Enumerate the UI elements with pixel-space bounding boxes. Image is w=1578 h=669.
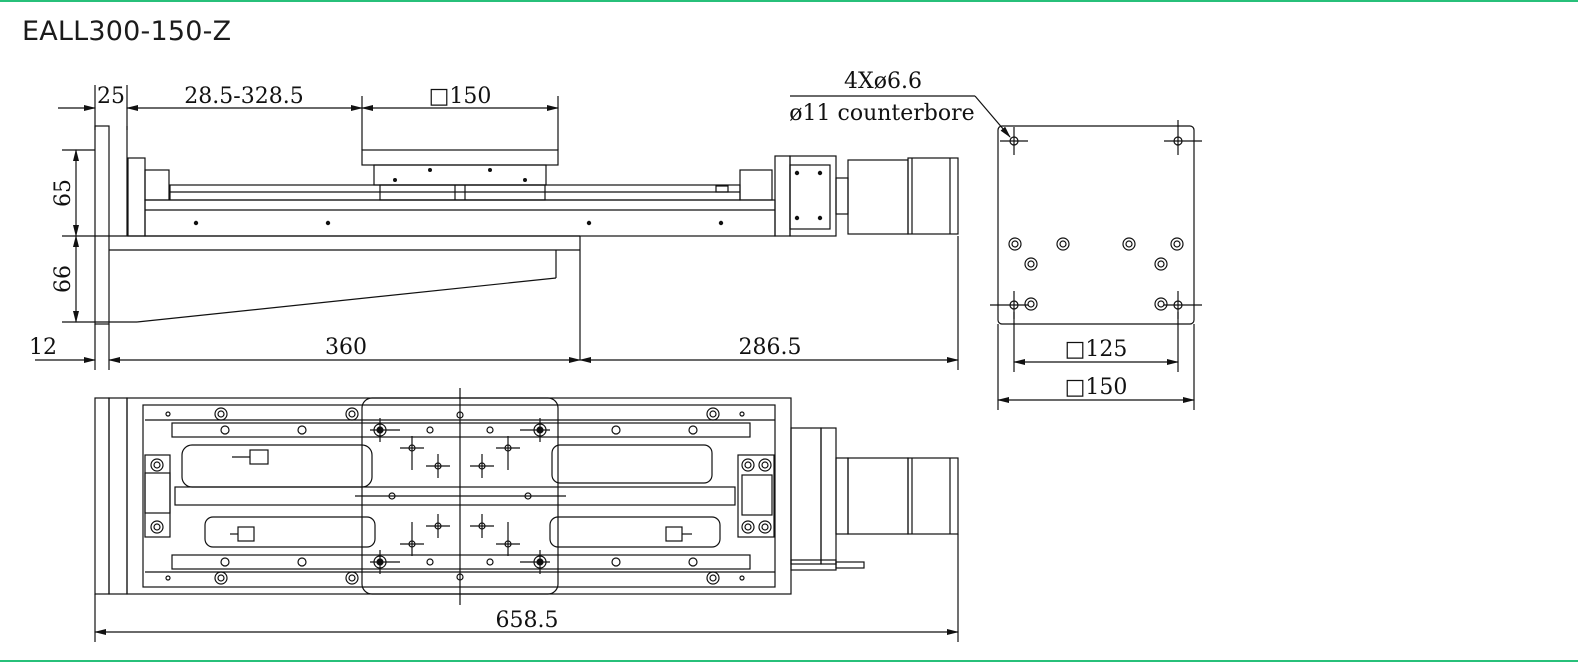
bottom-accent-rule (0, 660, 1578, 662)
dim-65: 65 (51, 179, 76, 207)
top-view (94, 388, 959, 605)
top-view-dimensions (94, 534, 959, 642)
counterbore-label: ø11 counterbore (789, 101, 974, 126)
dim-360: 360 (325, 335, 367, 360)
dim-table-square: □150 (429, 84, 492, 109)
dim-12: 12 (29, 335, 57, 360)
dim-25: 25 (97, 84, 125, 109)
dim-hole-pattern: □125 (1065, 337, 1128, 362)
top-accent-rule (0, 0, 1578, 2)
dim-66: 66 (51, 265, 76, 293)
side-view (94, 125, 959, 360)
dim-total-length: 658.5 (496, 608, 559, 633)
dim-stroke-range: 28.5-328.5 (184, 84, 303, 109)
hole-spec-label: 4Xø6.6 (844, 69, 922, 94)
dim-plate-square: □150 (1065, 375, 1128, 400)
dimension-labels: 25 28.5-328.5 □150 65 66 12 360 286.5 65… (29, 69, 1127, 633)
dim-286-5: 286.5 (739, 335, 802, 360)
side-view-dimensions (35, 85, 959, 370)
page-title: EALL300-150-Z (22, 16, 232, 47)
end-view-dimensions (790, 95, 1195, 410)
end-view-plate (990, 120, 1202, 325)
